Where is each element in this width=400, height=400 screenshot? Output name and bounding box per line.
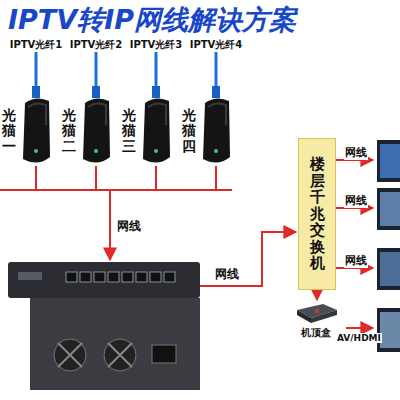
fiber-label: IPTV光纤3 <box>129 38 184 52</box>
modem-icon <box>200 95 232 167</box>
switch-label: 楼层千兆交换机 <box>310 156 325 272</box>
modem-label: 光猫一 <box>2 108 16 154</box>
fiber-cable <box>36 52 216 90</box>
optical-modem: 光猫一 <box>2 95 52 167</box>
cable-label: 网线 <box>344 145 368 160</box>
title: IPTV转IP网线解诀方案 <box>8 2 296 38</box>
router-device <box>8 262 200 390</box>
tv-screen <box>377 140 400 352</box>
cable-label: 网线 <box>344 253 368 268</box>
modem-label: 光猫三 <box>122 108 136 154</box>
fiber-connector <box>32 86 220 98</box>
modem-label: 光猫四 <box>182 108 196 154</box>
modem-icon <box>140 95 172 167</box>
connector <box>316 290 318 300</box>
optical-modem: 光猫四 <box>182 95 232 167</box>
fiber-label: IPTV光纤4 <box>189 38 244 52</box>
fiber-label: IPTV光纤1 <box>9 38 64 52</box>
cable-label: AV/HDMI <box>336 333 382 343</box>
cable-label: 网线 <box>214 266 240 283</box>
fiber-label: IPTV光纤2 <box>69 38 124 52</box>
optical-modem: 光猫二 <box>62 95 112 167</box>
modem-label: 光猫二 <box>62 108 76 154</box>
modem-icon <box>80 95 112 167</box>
modem-icon <box>20 95 52 167</box>
set-top-box-label: 机顶盒 <box>301 326 331 340</box>
set-top-box: 机顶盒 <box>286 300 346 340</box>
cable-label: 网线 <box>344 193 368 208</box>
optical-modem: 光猫三 <box>122 95 172 167</box>
cable-label: 网线 <box>116 218 142 235</box>
switch-box: 楼层千兆交换机 <box>298 138 336 290</box>
set-top-box-icon <box>293 300 339 324</box>
